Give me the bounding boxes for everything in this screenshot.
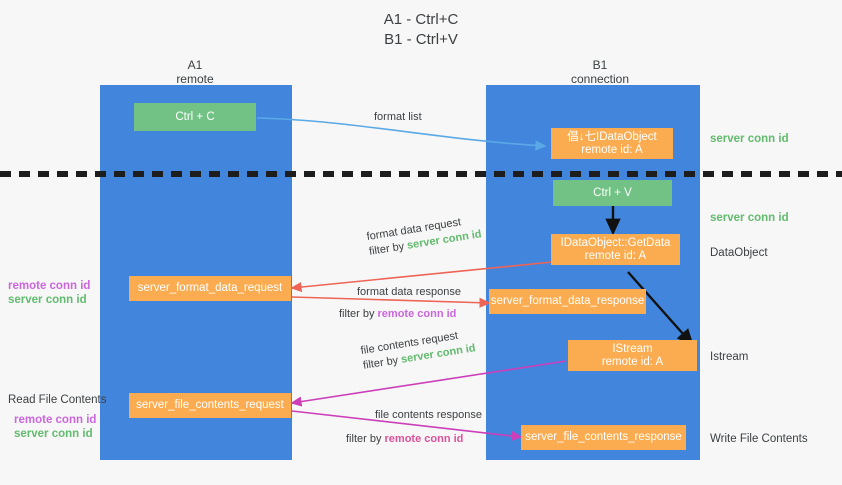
arrow-file-contents-request bbox=[290, 360, 567, 407]
left-server-conn-id-2: server conn id bbox=[14, 428, 93, 440]
column-b1-sub: connection bbox=[570, 72, 630, 86]
left-remote-conn-id-2: remote conn id bbox=[14, 414, 97, 426]
right-label-server-conn-id-top: server conn id bbox=[710, 133, 789, 145]
filter-by-label-2: filter by bbox=[339, 308, 375, 320]
filter-by-label-4: filter by bbox=[346, 433, 382, 445]
column-a1-name: A1 bbox=[187, 58, 203, 72]
box-server-format-data-response[interactable]: server_format_data_response bbox=[489, 289, 646, 314]
annotation-format-data-response: format data response filter by remote co… bbox=[339, 285, 461, 322]
right-label-write-file-contents: Write File Contents bbox=[710, 433, 808, 445]
box-istream-line1: IStream bbox=[612, 342, 653, 355]
box-server-format-data-request-label: server_format_data_request bbox=[137, 282, 283, 294]
left-label-format-conn-ids: remote conn id server conn id bbox=[8, 279, 90, 307]
box-server-file-contents-request[interactable]: server_file_contents_request bbox=[129, 393, 291, 418]
box-ctrl-v-line1: Ctrl + V bbox=[593, 186, 632, 199]
arrow-format-list bbox=[256, 117, 547, 151]
arrow-getdata-to-istream bbox=[627, 271, 694, 346]
annotation-format-list-text: format list bbox=[374, 111, 422, 123]
annotation-file-contents-response-filter: filter by remote conn id bbox=[346, 432, 482, 447]
box-istream-line2: remote id: A bbox=[601, 355, 664, 368]
title-line-2: B1 - Ctrl+V bbox=[384, 31, 458, 48]
box-ctrl-v[interactable]: Ctrl + V bbox=[553, 180, 672, 206]
box-ctrl-c-line1: Ctrl + C bbox=[175, 110, 215, 123]
title-line-1: A1 - Ctrl+C bbox=[383, 11, 459, 28]
box-idataobject-getdata[interactable]: IDataObject::GetData remote id: A bbox=[551, 234, 680, 265]
right-label-server-conn-id-mid: server conn id bbox=[710, 212, 789, 224]
annotation-file-contents-response-text: file contents response bbox=[375, 409, 483, 421]
arrow-format-data-response bbox=[291, 296, 491, 308]
box-ole-idataobject-line2: remote id: A bbox=[581, 143, 643, 156]
left-label-read-file-contents: Read File Contents bbox=[8, 393, 106, 407]
phase-separator bbox=[0, 171, 842, 177]
box-ole-idataobject-line1: 倡↓七IDataObject bbox=[567, 130, 657, 143]
column-header-a1: A1 remote bbox=[135, 58, 255, 86]
arrow-format-data-request bbox=[290, 261, 553, 293]
annotation-format-data-response-filter: filter by remote conn id bbox=[339, 307, 461, 322]
left-server-conn-id-1: server conn id bbox=[8, 294, 87, 306]
right-label-istream: Istream bbox=[710, 351, 749, 363]
box-istream[interactable]: IStream remote id: A bbox=[568, 340, 697, 371]
annotation-format-data-response-text: format data response bbox=[357, 286, 461, 298]
right-label-dataobject: DataObject bbox=[710, 247, 768, 259]
box-ctrl-c[interactable]: Ctrl + C bbox=[134, 103, 256, 131]
box-idataobject-getdata-line2: remote id: A bbox=[584, 249, 647, 262]
left-label-file-conn-ids: remote conn id server conn id bbox=[14, 413, 96, 441]
column-b1-name: B1 bbox=[592, 58, 608, 72]
column-a1-sub: remote bbox=[176, 72, 214, 86]
box-server-format-data-request[interactable]: server_format_data_request bbox=[129, 276, 291, 301]
box-server-file-contents-response[interactable]: server_file_contents_response bbox=[521, 425, 686, 450]
remote-conn-id-ref-1: remote conn id bbox=[377, 308, 457, 320]
annotation-format-list: format list bbox=[374, 110, 422, 125]
box-server-file-contents-response-label: server_file_contents_response bbox=[525, 431, 682, 443]
box-idataobject-getdata-line1: IDataObject::GetData bbox=[560, 236, 671, 249]
read-file-contents-label: Read File Contents bbox=[8, 394, 107, 406]
arrow-file-contents-response bbox=[291, 410, 523, 442]
box-server-file-contents-request-label: server_file_contents_request bbox=[136, 399, 284, 411]
box-server-format-data-response-label: server_format_data_response bbox=[490, 295, 645, 307]
left-remote-conn-id-1: remote conn id bbox=[8, 280, 91, 292]
box-ole-idataobject[interactable]: 倡↓七IDataObject remote id: A bbox=[551, 128, 673, 159]
column-header-b1: B1 connection bbox=[535, 58, 665, 86]
page-title: A1 - Ctrl+C B1 - Ctrl+V bbox=[0, 10, 842, 50]
annotation-file-contents-response: file contents response filter by remote … bbox=[346, 408, 483, 447]
remote-conn-id-ref-2: remote conn id bbox=[384, 433, 464, 445]
